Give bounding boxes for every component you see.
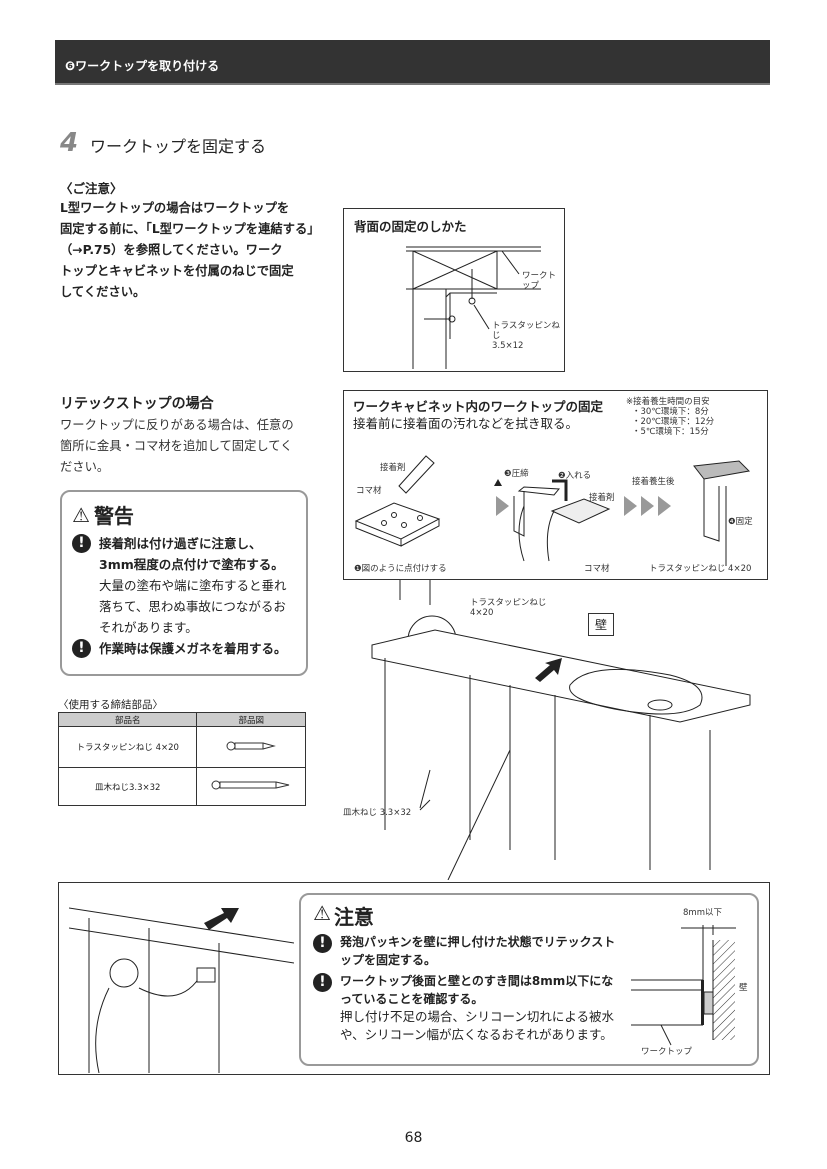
caution-item-bold: ワークトップ後面と壁とのすき間は8mm以下になっていることを確認する。 [340,974,614,1006]
caution-items: ! 発泡パッキンを壁に押し付けた状態でリテックストップを固定する。 ! ワークトップ… [313,933,623,1044]
part-name: トラスタッピンねじ 4×20 [57,726,198,768]
screw-short-icon [196,726,306,768]
cabinet-fix-illustration [354,455,751,566]
exclamation-icon: ! [313,934,332,953]
caution-box: ⚠注意 ! 発泡パッキンを壁に押し付けた状態でリテックストップを固定する。 ! ワー… [299,893,759,1066]
label-screw-4x20: トラスタッピンねじ 4×20 [649,564,752,574]
label-koma2: コマ材 [584,564,610,574]
retex-line: ださい。 [60,460,110,474]
notice-body: L型ワークトップの場合はワークトップを 固定する前に、「L型ワークトップを連結す… [60,198,320,303]
label-step1: ❶図のように点付けする [354,564,447,574]
cure-note: ※接着養生時間の目安 ・30℃環境下：8分 ・20℃環境下：12分 ・5℃環境下… [626,397,714,437]
notice-heading: 〈ご注意〉 [60,181,123,196]
back-fix-title: 背面の固定のしかた [354,219,467,234]
cure-note-line: ・30℃環境下：8分 [632,407,709,417]
cabinet-fix-subtitle: 接着前に接着面の汚れなどを拭き取る。 [353,416,579,431]
label-step2: ❷入れる [558,471,592,481]
caution-heading: ⚠注意 [313,901,374,930]
caution-item-text: 押し付け不足の場合、シリコーン切れによる被水や、シリコーン幅が広くなるおそれがあ… [340,1009,615,1042]
label-step4: ❹固定 [728,517,753,527]
exclamation-icon: ! [72,639,91,658]
parts-header: 部品図 [196,712,306,727]
label-worktop: ワークトップ [522,271,557,291]
back-fix-figure: 背面の固定のしかた ワークトップ トラスタッピンねじ 3.5×12 [343,208,565,372]
retex-line: 箇所に金具・コマ材を追加して固定してく [60,439,293,453]
table-row: 皿木ねじ3.3×32 [57,767,306,806]
label-adhesive2: 接着剤 [589,493,615,503]
caution-title: 注意 [333,905,374,929]
worktop-label: ワークトップ [641,1047,693,1057]
notice-line: （→P.75）を参照してください。ワーク [60,243,283,257]
step-title: ワークトップを固定する [90,137,267,156]
step-number: 4 [60,128,79,158]
notice-line: 固定する前に、「L型ワークトップを連結する」 [60,222,320,236]
exclamation-icon: ! [313,973,332,992]
parts-header: 部品名 [57,712,198,727]
notice-line: トップとキャビネットを付属のねじで固定 [60,264,294,278]
label-koma: コマ材 [356,486,382,496]
cure-note-line: ・5℃環境下：15分 [632,427,709,437]
cure-note-line: ・20℃環境下：12分 [632,417,715,427]
exclamation-icon: ! [72,534,91,553]
warning-title: 警告 [93,504,134,528]
gap-diagram [631,925,736,1046]
parts-table: 部品名部品図 トラスタッピンねじ 4×20 皿木ねじ3.3×32 [57,712,306,806]
cure-note-line: ※接着養生時間の目安 [626,397,710,407]
warning-triangle-icon: ⚠ [313,901,331,925]
label-step3: ❸圧締 [504,469,529,479]
screw-long-icon [196,767,306,806]
warning-item: ! 作業時は保護メガネを着用する。 [72,638,296,659]
cabinet-overview-illustration [371,580,751,880]
caution-item: ! 発泡パッキンを壁に押し付けた状態でリテックストップを固定する。 [313,933,623,969]
part-name: 皿木ねじ3.3×32 [57,767,198,806]
caution-panel: ⚠注意 ! 発泡パッキンを壁に押し付けた状態でリテックストップを固定する。 ! ワー… [58,882,770,1075]
label-adhesive: 接着剤 [380,463,406,473]
wall-label-small: 壁 [739,983,748,993]
cabinet-fix-title: ワークキャビネット内のワークトップの固定 [353,399,604,414]
caution-item-bold: 発泡パッキンを壁に押し付けた状態でリテックストップを固定する。 [340,935,616,967]
section-header: ❻ワークトップを取り付ける [55,40,770,85]
notice-line: してください。 [60,285,146,299]
caution-item: ! ワークトップ後面と壁とのすき間は8mm以下になっていることを確認する。押し付け… [313,972,623,1044]
page-number: 68 [404,1130,423,1146]
label-screw-top: トラスタッピンねじ 4×20 [470,598,547,618]
table-row: トラスタッピンねじ 4×20 [57,726,306,768]
section-title: ❻ワークトップを取り付ける [65,59,220,73]
wall-label: 壁 [588,613,615,636]
warning-item-bold: 接着剤は付け過ぎに注意し、3mm程度の点付けで塗布する。 [99,536,284,572]
label-after-cure: 接着養生後 [632,477,675,487]
warning-box: ⚠ 警告 ! 接着剤は付け過ぎに注意し、3mm程度の点付けで塗布する。大量の塗布… [60,490,308,676]
warning-item: ! 接着剤は付け過ぎに注意し、3mm程度の点付けで塗布する。大量の塗布や端に塗布… [72,533,296,638]
parts-caption: 〈使用する締結部品〉 [58,699,163,711]
retex-body: ワークトップに反りがある場合は、任意の 箇所に金具・コマ材を追加して固定してく … [60,415,320,478]
retex-heading: リテックストップの場合 [60,396,214,412]
retex-line: ワークトップに反りがある場合は、任意の [60,418,294,432]
back-fix-diagram [406,246,541,369]
worker-illustration [69,907,294,1073]
cabinet-fix-figure: ワークキャビネット内のワークトップの固定 接着前に接着面の汚れなどを拭き取る。 … [343,390,768,580]
warning-triangle-icon: ⚠ [72,502,90,527]
warning-item-bold: 作業時は保護メガネを着用する。 [99,641,287,656]
notice-line: L型ワークトップの場合はワークトップを [60,201,290,215]
label-screw-bottom: 皿木ねじ 3.3×32 [343,808,412,818]
gap-label: 8mm以下 [683,908,722,918]
label-screw: トラスタッピンねじ 3.5×12 [492,321,560,351]
warning-item-text: 大量の塗布や端に塗布すると垂れ落ちて、思わぬ事故につながるおそれがあります。 [99,578,287,635]
